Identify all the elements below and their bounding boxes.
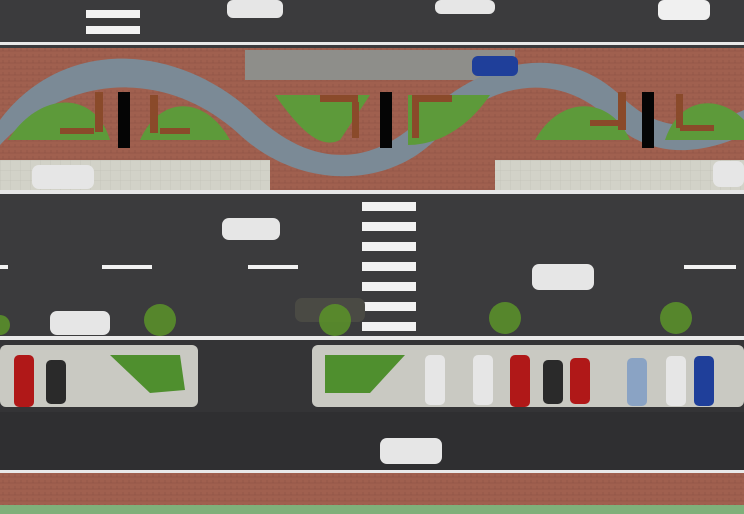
parked-car-red-1 (14, 355, 34, 407)
plaza-benches (60, 92, 714, 138)
top-crosswalk (86, 10, 140, 34)
curb-line (0, 190, 744, 194)
top-roadway (0, 0, 744, 48)
car-mid-1 (222, 218, 280, 240)
car-sidewalk-right (713, 161, 744, 187)
lawn-center-2 (408, 95, 490, 145)
median-lawn-left (110, 355, 185, 393)
parked-car-white-1 (425, 355, 445, 405)
bottom-edge-line (0, 470, 744, 473)
lawn-right (535, 106, 630, 140)
parked-car-red-2 (510, 355, 530, 407)
parked-car-white-2 (473, 355, 493, 405)
car-mid-3 (50, 311, 110, 335)
bottom-brick-sidewalk (0, 473, 744, 505)
car-sidewalk-left (32, 165, 94, 189)
plaza-dark-kiosks (118, 92, 654, 148)
parked-vehicles (14, 355, 714, 407)
parked-car-red-3 (570, 358, 590, 404)
car-mid-2 (532, 264, 594, 290)
car-top-1 (227, 0, 283, 18)
car-top-3 (658, 0, 710, 20)
parked-car-black-2 (543, 360, 563, 404)
bottom-green-strip (0, 505, 744, 514)
car-top-2 (435, 0, 495, 14)
plaza-grey-court (245, 50, 515, 80)
car-plaza-blue (472, 56, 518, 76)
lawn-center (275, 95, 370, 143)
car-bottom (380, 438, 442, 464)
parked-car-blue (694, 356, 714, 406)
sidewalk-right (495, 160, 744, 190)
bottom-roadway (0, 412, 744, 472)
bike-path (0, 58, 744, 177)
parked-car-black-1 (46, 360, 66, 404)
lane-dashes (0, 265, 736, 269)
median-trees (0, 302, 692, 336)
parked-car-lightblue (627, 358, 647, 406)
center-crosswalk (362, 202, 416, 331)
top-road-edge-line (0, 42, 744, 45)
median-edge-line (0, 336, 744, 340)
median-lawn-right (325, 355, 405, 393)
parked-car-white-3 (666, 356, 686, 406)
